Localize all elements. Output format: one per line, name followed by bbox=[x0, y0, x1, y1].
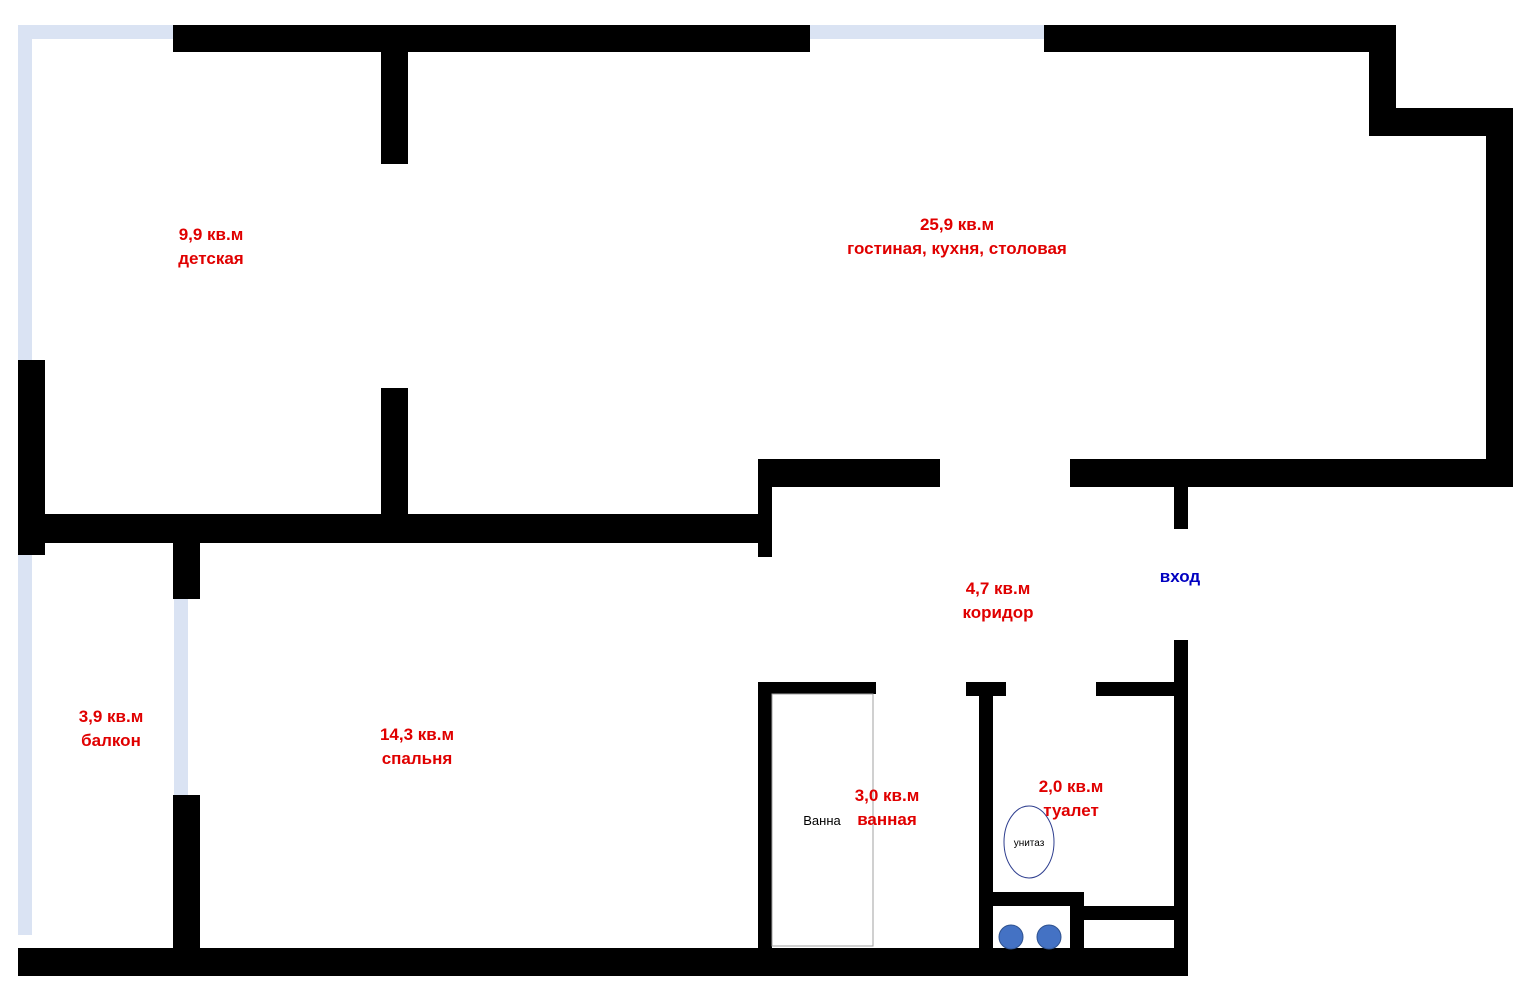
bathroom-area-label: 3,0 кв.м bbox=[855, 786, 920, 805]
sink-circle-left bbox=[998, 924, 1024, 950]
window-balcony-door bbox=[174, 598, 188, 795]
window-left-upper bbox=[18, 25, 32, 361]
toilet-bowl bbox=[1003, 805, 1055, 879]
wall-toilet-top-right bbox=[1096, 682, 1186, 696]
wall-entrance-stub-top bbox=[1174, 486, 1188, 529]
wall-right bbox=[1486, 108, 1513, 486]
toilet-label: унитаз bbox=[1014, 838, 1045, 849]
bedroom-name-label: спальня bbox=[382, 749, 453, 768]
living-name-label: гостиная, кухня, столовая bbox=[847, 239, 1067, 258]
wall-cabinet-top bbox=[979, 892, 1071, 906]
toilet-room-name-label: туалет bbox=[1043, 801, 1099, 820]
corridor-name-label: коридор bbox=[962, 603, 1033, 622]
wall-balcony-lower bbox=[173, 795, 200, 955]
bathtub bbox=[771, 693, 874, 947]
bathroom-name-label: ванная bbox=[857, 810, 917, 829]
wall-middle-horizontal bbox=[18, 514, 760, 543]
wall-living-bottom-right bbox=[1070, 459, 1513, 487]
wall-bath-toilet-partition bbox=[979, 682, 993, 952]
balcony-area-label: 3,9 кв.м bbox=[79, 707, 144, 726]
corridor-area-label: 4,7 кв.м bbox=[966, 579, 1031, 598]
window-top-middle bbox=[810, 25, 1046, 39]
kids-name-label: детская bbox=[178, 249, 243, 268]
living-area-label: 25,9 кв.м bbox=[920, 215, 994, 234]
wall-cabinet-divider bbox=[1070, 892, 1084, 962]
wall-kids-partition-top bbox=[381, 44, 408, 164]
toilet-room-area-label: 2,0 кв.м bbox=[1039, 777, 1104, 796]
wall-cabinet-bottom bbox=[979, 962, 1188, 976]
bathtub-label: Ванна bbox=[803, 813, 841, 828]
wall-balcony-stub bbox=[173, 540, 200, 599]
wall-kids-partition-bottom bbox=[381, 388, 408, 528]
window-top-left bbox=[18, 25, 174, 39]
wall-living-bottom-left bbox=[758, 459, 940, 487]
wall-bath-left bbox=[758, 682, 772, 952]
wall-top-left bbox=[173, 25, 810, 52]
kids-area-label: 9,9 кв.м bbox=[179, 225, 244, 244]
sink-circle-right bbox=[1036, 924, 1062, 950]
balcony-name-label: балкон bbox=[81, 731, 141, 750]
wall-bath-top bbox=[758, 682, 876, 694]
bedroom-area-label: 14,3 кв.м bbox=[380, 725, 454, 744]
wall-top-right bbox=[1044, 25, 1396, 52]
entrance-label: вход bbox=[1160, 567, 1201, 586]
wall-corridor-left bbox=[758, 459, 772, 557]
wall-toilet-top-left bbox=[966, 682, 1006, 696]
wall-entrance-lower bbox=[1174, 640, 1188, 976]
wall-cabinet-right-top bbox=[1070, 906, 1186, 920]
window-left-lower bbox=[18, 555, 32, 935]
